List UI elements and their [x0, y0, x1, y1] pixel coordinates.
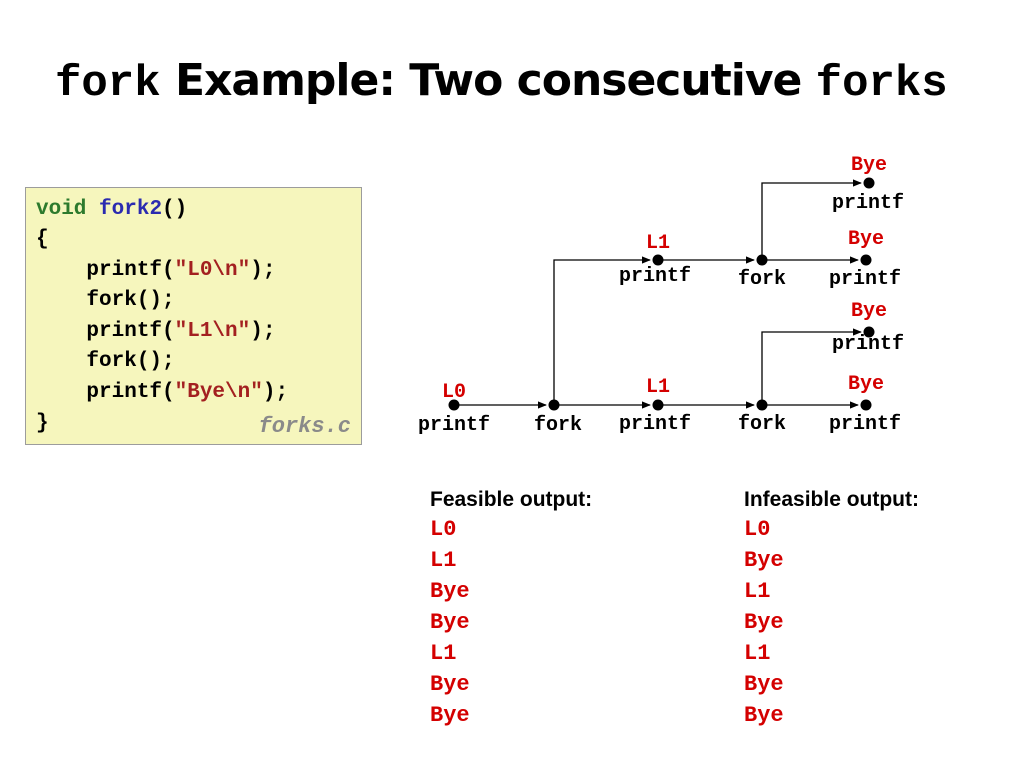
- node-bye-top: [863, 177, 875, 189]
- node-l1-printf-bottom: [652, 399, 664, 411]
- label-printf-bye-mid-top: printf: [829, 268, 901, 291]
- infeasible-line-5: L1: [744, 641, 771, 666]
- label-printf-l1-top: printf: [619, 265, 691, 288]
- infeasible-header: Infeasible output:: [744, 488, 919, 511]
- infeasible-line-1: L0: [744, 517, 771, 542]
- label-bye-top: Bye: [851, 154, 887, 177]
- label-printf-bye-top: printf: [832, 192, 904, 215]
- feasible-line-4: Bye: [430, 610, 470, 635]
- node-bye-bottom: [860, 399, 872, 411]
- node-fork-bottom: [756, 399, 768, 411]
- label-fork-1: fork: [534, 414, 582, 437]
- feasible-line-6: Bye: [430, 672, 470, 697]
- title-forks: forks: [815, 59, 948, 109]
- infeasible-line-3: L1: [744, 579, 771, 604]
- code-box: void fork2() { printf("L0\n"); fork(); p…: [25, 187, 362, 445]
- label-printf-l0: printf: [418, 414, 490, 437]
- feasible-line-1: L0: [430, 517, 457, 542]
- code-line-3: printf("L0\n");: [36, 259, 275, 283]
- label-fork-bottom: fork: [738, 413, 786, 436]
- code-string: "L1\n": [174, 320, 251, 343]
- code-end: );: [262, 381, 289, 404]
- label-printf-l1-bottom: printf: [619, 413, 691, 436]
- code-string: "Bye\n": [174, 381, 263, 404]
- node-bye-mid-top: [860, 254, 872, 266]
- edge-upper-fork-child: [761, 179, 862, 260]
- file-name-label: forks.c: [258, 414, 351, 439]
- label-bye-mid-top: Bye: [848, 228, 884, 251]
- title-text: Example: Two consecutive: [160, 55, 816, 106]
- feasible-line-3: Bye: [430, 579, 470, 604]
- code-printf: printf(: [36, 259, 175, 282]
- infeasible-line-7: Bye: [744, 703, 784, 728]
- code-line-5: printf("L1\n");: [36, 320, 275, 344]
- feasible-line-5: L1: [430, 641, 457, 666]
- code-line-2: {: [36, 228, 49, 251]
- edge-fork-child: [553, 256, 651, 405]
- node-fork-top: [756, 254, 768, 266]
- code-parens: (): [162, 198, 188, 221]
- node-l1-printf-top: [652, 254, 664, 266]
- code-end: );: [250, 320, 276, 343]
- infeasible-line-6: Bye: [744, 672, 784, 697]
- code-line-8: }: [36, 412, 49, 435]
- feasible-header: Feasible output:: [430, 488, 593, 511]
- label-bye-mid-bottom: Bye: [851, 300, 887, 323]
- feasible-line-2: L1: [430, 548, 457, 573]
- code-function-name: fork2: [99, 198, 163, 221]
- code-printf: printf(: [36, 381, 175, 404]
- node-l0-printf: [448, 399, 460, 411]
- code-line-1: void fork2(): [36, 198, 187, 222]
- code-printf: printf(: [36, 320, 175, 343]
- feasible-line-7: Bye: [430, 703, 470, 728]
- page-title: fork Example: Two consecutive forks: [55, 55, 948, 109]
- infeasible-line-4: Bye: [744, 610, 784, 635]
- label-fork-top: fork: [738, 268, 786, 291]
- code-string: "L0\n": [174, 259, 251, 282]
- title-fork: fork: [55, 59, 161, 109]
- node-bye-mid-bottom: [863, 326, 875, 338]
- node-fork-1: [548, 399, 560, 411]
- label-bye-bottom: Bye: [848, 373, 884, 396]
- infeasible-line-2: Bye: [744, 548, 784, 573]
- code-end: );: [250, 259, 276, 282]
- label-l0: L0: [442, 381, 466, 404]
- label-l1-top: L1: [646, 232, 670, 255]
- edge-lower-fork-child: [761, 328, 862, 405]
- code-keyword-void: void: [36, 198, 87, 221]
- label-printf-bye-mid-bottom: printf: [832, 333, 904, 356]
- code-line-6: fork();: [36, 350, 175, 373]
- code-line-7: printf("Bye\n");: [36, 381, 288, 405]
- label-l1-bottom: L1: [646, 376, 670, 399]
- label-printf-bye-bottom: printf: [829, 413, 901, 436]
- code-line-4: fork();: [36, 289, 175, 312]
